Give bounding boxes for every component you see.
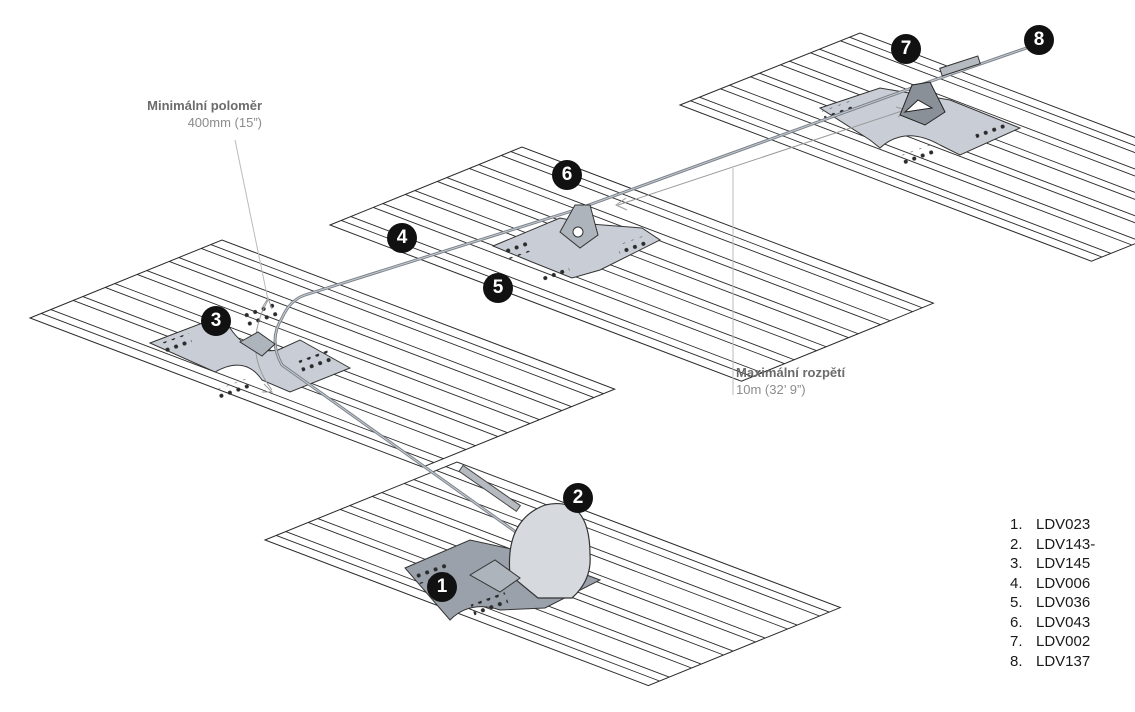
parts-list-item: 3.LDV145 [1010, 555, 1091, 572]
parts-list-item: 7.LDV002 [1010, 633, 1091, 650]
callout-badge-7: 7 [891, 34, 921, 64]
callout-badge-4: 4 [387, 223, 417, 253]
callout-badge-2: 2 [563, 483, 593, 513]
span-arrow [617, 109, 906, 206]
parts-list-item: 5.LDV036 [1010, 594, 1091, 611]
callout-badge-6: 6 [552, 160, 582, 190]
parts-list-item: 4.LDV006 [1010, 574, 1091, 592]
end-anchor [899, 55, 981, 126]
parts-list-item: 8.LDV137 [1010, 652, 1091, 670]
min-radius-title: Minimální poloměr [147, 98, 262, 113]
callout-badge-5: 5 [483, 273, 513, 303]
cable-bracket-plate [148, 302, 352, 404]
max-span-title: Maximální rozpětí [736, 365, 846, 380]
roof-sheets [28, 32, 1135, 687]
cable-system [234, 43, 1036, 599]
callout-badge-3: 3 [201, 306, 231, 336]
energy-absorber [458, 464, 591, 599]
intermediate-bracket-plate [491, 217, 661, 285]
max-span-annotation: Maximální rozpětí 10m (32’ 9”) [736, 364, 845, 398]
max-span-value: 10m (32’ 9”) [736, 382, 806, 397]
parts-list-item: 2.LDV143- [1010, 535, 1096, 553]
parts-list-item: 1.LDV023 [1010, 516, 1091, 533]
roof-sheet [678, 32, 1135, 262]
parts-list-item: 6.LDV043 [1010, 613, 1091, 631]
parts-list: 1.LDV023 2.LDV143- 3.LDV145 4.LDV006 5.L… [1010, 515, 1095, 671]
min-radius-annotation: Minimální poloměr 400mm (15”) [147, 97, 262, 131]
cable-bracket [239, 331, 276, 357]
callout-badge-1: 1 [427, 572, 457, 602]
intermediate-bracket [559, 204, 599, 249]
callout-badge-8: 8 [1024, 25, 1054, 55]
min-radius-value: 400mm (15”) [187, 115, 262, 130]
